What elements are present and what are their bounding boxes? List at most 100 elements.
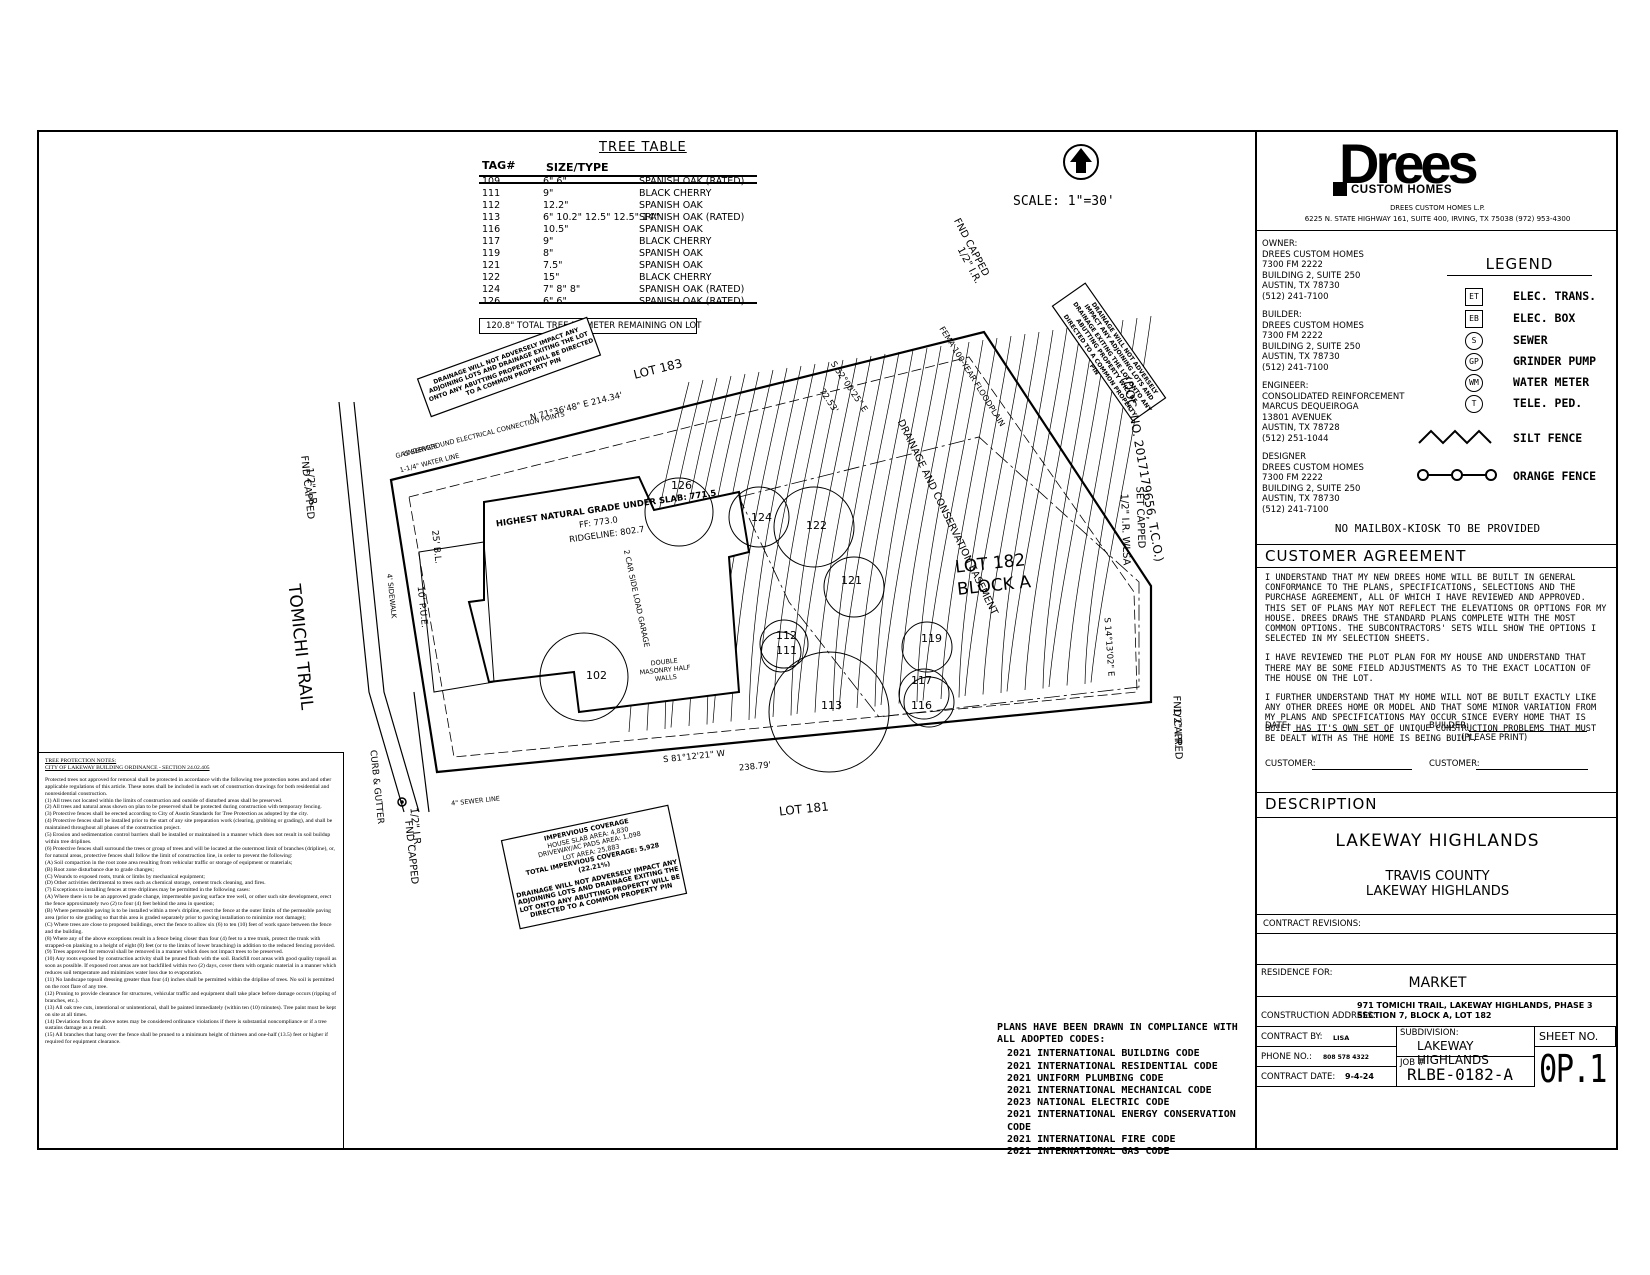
phone-label: PHONE NO.:: [1261, 1052, 1312, 1062]
tree-cell-size: 7" 8" 8": [543, 284, 581, 295]
strike-line: [479, 302, 757, 304]
title-block: Drees CUSTOM HOMES DREES CUSTOM HOMES L.…: [1255, 132, 1618, 1148]
contact-line: BUILDING 2, SUITE 250: [1262, 341, 1361, 352]
property-pin: [400, 800, 404, 804]
customer-agreement-paragraph: I FURTHER UNDERSTAND THAT MY HOME WILL N…: [1265, 693, 1597, 744]
codes-heading-1: PLANS HAVE BEEN DRAWN IN COMPLIANCE WITH: [997, 1022, 1238, 1033]
tree-cell-type: BLACK CHERRY: [639, 188, 712, 199]
tree-note-paragraph: (A) Soil compaction in the root zone are…: [45, 859, 293, 866]
description-sub: LAKEWAY HIGHLANDS: [1365, 884, 1510, 899]
tree-cell-tag: 121: [482, 260, 501, 271]
tree-dripline: [903, 676, 955, 728]
contour-line: [856, 349, 914, 709]
tree-cell-type: BLACK CHERRY: [639, 272, 712, 283]
tree-cell-type: SPANISH OAK (RATED): [639, 176, 744, 188]
north-arrow-icon: [1063, 144, 1099, 180]
tree-cell-type: BLACK CHERRY: [639, 236, 712, 247]
tree-tag-label: 113: [821, 699, 842, 712]
tree-note-paragraph: (1) All trees not located within the lim…: [45, 797, 283, 804]
contract-by-value: LISA: [1333, 1034, 1350, 1042]
customer-field-1[interactable]: [1312, 769, 1412, 770]
legend-label: WATER METER: [1513, 375, 1590, 389]
tree-dripline: [901, 621, 953, 673]
label-ir-se: 1/2" I.R.: [1170, 707, 1184, 748]
company-name: DREES CUSTOM HOMES L.P.: [1390, 204, 1485, 212]
tree-cell-tag: 109: [482, 176, 500, 188]
tree-cell-type: SPANISH OAK: [639, 224, 703, 235]
tree-table-row: 1266" 6"SPANISH OAK (RATED): [479, 296, 757, 308]
tree-notes-title: TREE PROTECTION NOTES:: [45, 758, 117, 764]
tree-cell-type: SPANISH OAK (RATED): [639, 212, 745, 223]
contour-line: [814, 355, 872, 713]
residence-for-label: RESIDENCE FOR:: [1261, 968, 1333, 978]
contour-line: [898, 343, 956, 704]
customer-label-2: CUSTOMER:: [1429, 759, 1480, 769]
tree-cell-type: SPANISH OAK: [639, 200, 703, 211]
contract-info-section: CONTRACT BY: LISA PHONE NO.: 808 578 432…: [1257, 1026, 1618, 1148]
tree-cell-size: 12.2": [543, 200, 569, 211]
customer-label-1: CUSTOMER:: [1265, 759, 1316, 769]
legend-symbol-icon: WM: [1465, 374, 1483, 392]
contact-line: AUSTIN, TX 78728: [1262, 423, 1340, 433]
legend-label: SEWER: [1513, 333, 1548, 347]
contour-line: [880, 345, 942, 706]
drainage-note-box-2: [1051, 282, 1167, 422]
divider: [1257, 933, 1618, 934]
legend-symbol-icon: EB: [1465, 310, 1483, 328]
contour-line: [964, 333, 1026, 697]
site-plan-drawing: [338, 282, 1167, 930]
tree-note-paragraph: (7) Exceptions to installing fences at t…: [45, 887, 251, 894]
tree-note-paragraph: (9) Trees approved for removal shall be …: [45, 949, 284, 956]
customer-field-2[interactable]: [1476, 769, 1588, 770]
drees-logo-sub: CUSTOM HOMES: [1351, 184, 1452, 196]
phone-cell: PHONE NO.: 808 578 4322: [1257, 1047, 1397, 1067]
contact-line: AUSTIN, TX 78730: [1262, 494, 1340, 504]
tree-cell-size: 9": [543, 236, 554, 247]
tree-table-row: 117 9" BLACK CHERRY: [479, 236, 757, 248]
contract-date-cell: CONTRACT DATE: 9-4-24: [1257, 1067, 1397, 1087]
tree-tag-label: 117: [911, 674, 932, 687]
subdivision-value: LAKEWAY HIGHLANDS: [1417, 1039, 1489, 1067]
contact-line: (512) 251-1044: [1262, 433, 1329, 444]
tree-cell-tag: 126: [482, 296, 500, 308]
contact-line: DREES CUSTOM HOMES: [1262, 249, 1364, 260]
builder-field[interactable]: [1469, 731, 1587, 732]
contact-role: OWNER:: [1262, 239, 1298, 249]
contour-line: [922, 339, 984, 701]
tree-tag-label: 112: [776, 629, 797, 642]
tree-dripline: [759, 619, 809, 669]
contract-revisions-label: CONTRACT REVISIONS:: [1263, 919, 1362, 929]
tree-note-paragraph: (3) Protective fences shall be erected a…: [45, 811, 309, 818]
date-field[interactable]: [1293, 731, 1393, 732]
legend-label: ELEC. BOX: [1513, 311, 1576, 325]
contour-line: [916, 341, 970, 703]
contour-line: [1042, 323, 1096, 689]
tree-tag-label: 116: [911, 699, 932, 712]
tree-tag-label: 124: [751, 511, 772, 524]
job-value: RLBE-0182-A: [1407, 1065, 1513, 1084]
tree-note-paragraph: (5) Erosion and sedimentation control ba…: [45, 832, 331, 845]
tree-cell-type: SPANISH OAK (RATED): [639, 296, 744, 308]
contract-date-label: CONTRACT DATE:: [1261, 1072, 1336, 1082]
tree-dripline: [768, 651, 890, 773]
contour-line: [958, 335, 1012, 698]
contour-line: [748, 365, 802, 721]
legend-title: LEGEND: [1447, 255, 1592, 276]
code-compliance: PLANS HAVE BEEN DRAWN IN COMPLIANCE WITH…: [997, 1022, 1255, 1158]
driveway: [418, 541, 495, 693]
legend-label: GRINDER PUMP: [1513, 354, 1597, 368]
codes-heading-2: ALL ADOPTED CODES:: [997, 1034, 1106, 1046]
contact-line: 13801 AVENUEK: [1262, 412, 1332, 423]
subdivision-cell: SUBDIVISION: LAKEWAY HIGHLANDS: [1397, 1027, 1535, 1067]
tree-driplines: [539, 477, 955, 773]
tree-dripline: [898, 668, 950, 720]
tree-dripline: [773, 486, 855, 568]
job-cell: JOB # RLBE-0182-A: [1397, 1057, 1535, 1087]
tree-note-paragraph: (2) All trees and natural areas shown on…: [45, 804, 322, 811]
tree-cell-tag: 117: [482, 236, 501, 247]
tree-cell-tag: 112: [482, 200, 501, 211]
code-item: 2023 NATIONAL ELECTRIC CODE: [1007, 1097, 1170, 1109]
